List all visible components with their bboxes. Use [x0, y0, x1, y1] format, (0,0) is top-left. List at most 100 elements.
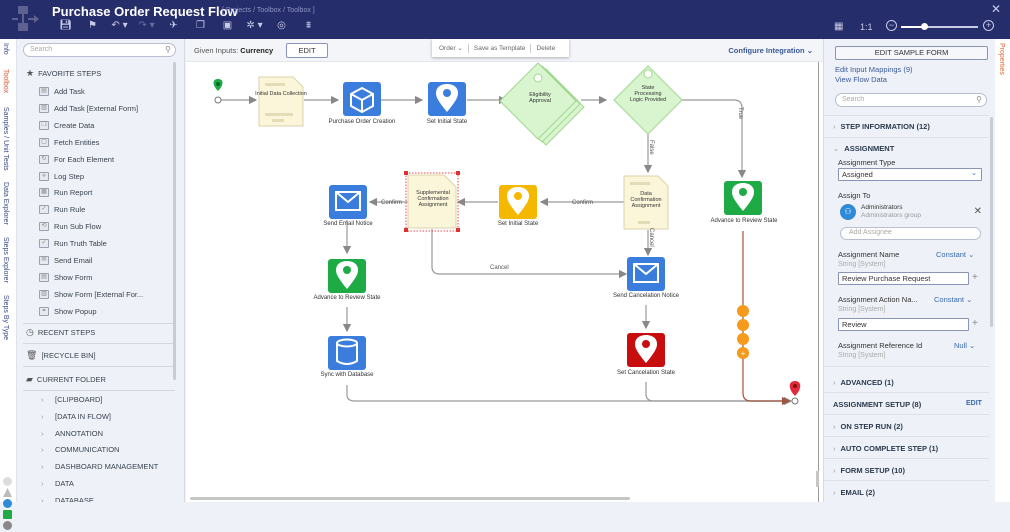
- recycle-bin-header[interactable]: 🗑︎[RECYCLE BIN]: [26, 350, 96, 361]
- assignment-name-input[interactable]: Review Purchase Request: [838, 272, 969, 285]
- add-icon[interactable]: +: [972, 272, 978, 283]
- zoom-slider-thumb[interactable]: [921, 23, 929, 30]
- edit-inputs-button[interactable]: EDIT: [286, 43, 328, 58]
- set-initial-state-node-2[interactable]: [499, 185, 537, 219]
- category-item[interactable]: ›[CLIPBOARD]: [41, 395, 103, 404]
- sync-with-database-node[interactable]: [328, 336, 366, 370]
- favorite-step-item[interactable]: ⟲Run Sub Flow: [39, 222, 101, 232]
- on-step-run-section[interactable]: ›ON STEP RUN (2): [833, 422, 988, 431]
- assignment-section[interactable]: ⌄ASSIGNMENT: [833, 144, 988, 153]
- form-setup-section[interactable]: ›FORM SETUP (10): [833, 466, 988, 475]
- log-icon[interactable]: [3, 510, 12, 519]
- handle-circle-icon[interactable]: [737, 305, 749, 317]
- eligibility-approval-node[interactable]: [499, 62, 585, 146]
- copy-icon[interactable]: ❐: [196, 20, 205, 31]
- info-status-icon[interactable]: [3, 477, 12, 486]
- send-email-notice-node[interactable]: [329, 185, 367, 219]
- order-menu-item[interactable]: Order ⌄: [439, 45, 463, 52]
- chat-icon[interactable]: [3, 499, 12, 508]
- zoom-in-icon[interactable]: +: [983, 20, 994, 31]
- edge-sync-end[interactable]: [346, 385, 793, 406]
- canvas-horizontal-scrollbar[interactable]: [190, 497, 630, 500]
- pin-icon[interactable]: ✈: [169, 20, 178, 31]
- edit-sample-form-button[interactable]: EDIT SAMPLE FORM: [835, 46, 988, 60]
- favorite-step-item[interactable]: ▥Show Form [External For...: [39, 289, 143, 299]
- favorite-step-item[interactable]: ⚭Show Popup: [39, 306, 97, 316]
- auto-complete-section[interactable]: ›AUTO COMPLETE STEP (1): [833, 444, 988, 453]
- overlap-icon[interactable]: ◎: [277, 20, 286, 31]
- delete-menu-item[interactable]: Delete: [536, 44, 556, 52]
- favorite-step-item[interactable]: ⟡Log Step: [39, 171, 84, 181]
- warning-icon[interactable]: [3, 488, 12, 497]
- category-item[interactable]: ›DASHBOARD MANAGEMENT: [41, 462, 158, 471]
- set-cancelation-state-node[interactable]: [627, 333, 665, 367]
- favorite-step-item[interactable]: ❐Create Data: [39, 120, 94, 130]
- edge-supp-cancel[interactable]: [431, 229, 628, 279]
- category-item[interactable]: ›DATA: [41, 479, 74, 488]
- edge-cancelstate-end[interactable]: [645, 382, 786, 402]
- category-item[interactable]: ›ANNOTATION: [41, 429, 103, 438]
- search-debug-icon[interactable]: [3, 521, 12, 530]
- add-assignee-input[interactable]: Add Assignee: [840, 227, 981, 240]
- properties-scrollbar[interactable]: [990, 117, 993, 327]
- toolbox-scrollbar[interactable]: [173, 62, 176, 380]
- favorite-step-item[interactable]: ↻For Each Element: [39, 154, 114, 164]
- add-icon[interactable]: +: [972, 318, 978, 329]
- send-cancelation-notice-node[interactable]: [627, 257, 665, 291]
- redo-icon[interactable]: ↷ ▾: [138, 20, 155, 31]
- category-item[interactable]: ›[DATA IN FLOW]: [41, 412, 111, 421]
- undo-icon[interactable]: ↶ ▾: [111, 20, 128, 31]
- handle-add-icon[interactable]: [737, 347, 749, 359]
- end-node[interactable]: [789, 381, 801, 405]
- category-item[interactable]: ›DATABASE: [41, 496, 94, 502]
- step-information-section[interactable]: ›STEP INFORMATION (12): [833, 122, 988, 131]
- favorite-steps-header[interactable]: ★FAVORITE STEPS: [26, 68, 101, 79]
- current-folder-header[interactable]: ▰CURRENT FOLDER: [26, 374, 106, 385]
- favorite-step-item[interactable]: ▤Add Task: [39, 87, 85, 96]
- action-name-input[interactable]: Review: [838, 318, 969, 331]
- flow-canvas[interactable]: Given Inputs: Currency EDIT Configure In…: [186, 39, 823, 502]
- close-icon[interactable]: ✕: [990, 2, 1001, 16]
- supplemental-confirmation-node[interactable]: [404, 171, 460, 232]
- toolbox-search-input[interactable]: Search⚲: [23, 43, 176, 57]
- tab-samples-unit-tests[interactable]: Samples / Unit Tests: [2, 107, 9, 171]
- tab-steps-explorer[interactable]: Steps Explorer: [2, 237, 9, 283]
- favorite-step-item[interactable]: ✉Send Email: [39, 256, 92, 265]
- actual-size-button[interactable]: 1:1: [860, 22, 873, 32]
- assignment-setup-edit-link[interactable]: EDIT: [966, 400, 982, 407]
- assignment-name-mode-dropdown[interactable]: Constant ⌄: [936, 250, 975, 259]
- assignment-type-select[interactable]: Assigned⌄: [838, 168, 982, 181]
- view-flow-data-link[interactable]: View Flow Data: [835, 75, 887, 84]
- zoom-slider[interactable]: [901, 23, 978, 30]
- favorite-step-item[interactable]: ✓Run Rule: [39, 205, 85, 215]
- favorite-step-item[interactable]: ▥Add Task [External Form]: [39, 103, 138, 113]
- purchase-order-creation-node[interactable]: [343, 82, 381, 116]
- recent-steps-header[interactable]: ◷RECENT STEPS: [26, 327, 95, 338]
- data-confirmation-node[interactable]: [623, 175, 669, 230]
- action-name-mode-dropdown[interactable]: Constant ⌄: [934, 295, 973, 304]
- start-node[interactable]: [213, 79, 223, 104]
- tab-steps-by-type[interactable]: Steps By Type: [2, 295, 9, 341]
- breadcrumb[interactable]: [ Projects / Toolbox / Toolbox ]: [222, 7, 315, 14]
- email-section[interactable]: ›EMAIL (2): [833, 488, 988, 497]
- tab-toolbox[interactable]: Toolbox: [2, 69, 9, 94]
- advance-to-review-node-2[interactable]: [328, 259, 366, 293]
- set-initial-state-node[interactable]: [428, 82, 466, 116]
- initial-data-collection-node[interactable]: [258, 76, 304, 127]
- edge-advance-end-selected[interactable]: [742, 231, 791, 406]
- tab-data-explorer[interactable]: Data Explorer: [2, 182, 9, 225]
- edit-input-mappings-link[interactable]: Edit Input Mappings (9): [835, 65, 913, 74]
- canvas-vertical-scrollbar[interactable]: [816, 471, 819, 487]
- remove-assignee-icon[interactable]: ✕: [973, 206, 982, 217]
- reference-id-mode-dropdown[interactable]: Null ⌄: [954, 341, 976, 350]
- advanced-section[interactable]: ›ADVANCED (1): [833, 378, 988, 387]
- favorite-step-item[interactable]: ✓Run Truth Table: [39, 239, 107, 249]
- category-item[interactable]: ›COMMUNICATION: [41, 445, 119, 454]
- handle-edit-icon[interactable]: [737, 333, 749, 345]
- favorite-step-item[interactable]: ▤Show Form: [39, 272, 92, 282]
- save-icon[interactable]: 💾︎: [59, 20, 72, 31]
- grid-icon[interactable]: ▦: [834, 21, 844, 32]
- favorite-step-item[interactable]: ▢Fetch Entities: [39, 137, 99, 147]
- handle-refresh-icon[interactable]: [737, 319, 749, 331]
- debug-icon[interactable]: ✲ ▾: [246, 20, 263, 31]
